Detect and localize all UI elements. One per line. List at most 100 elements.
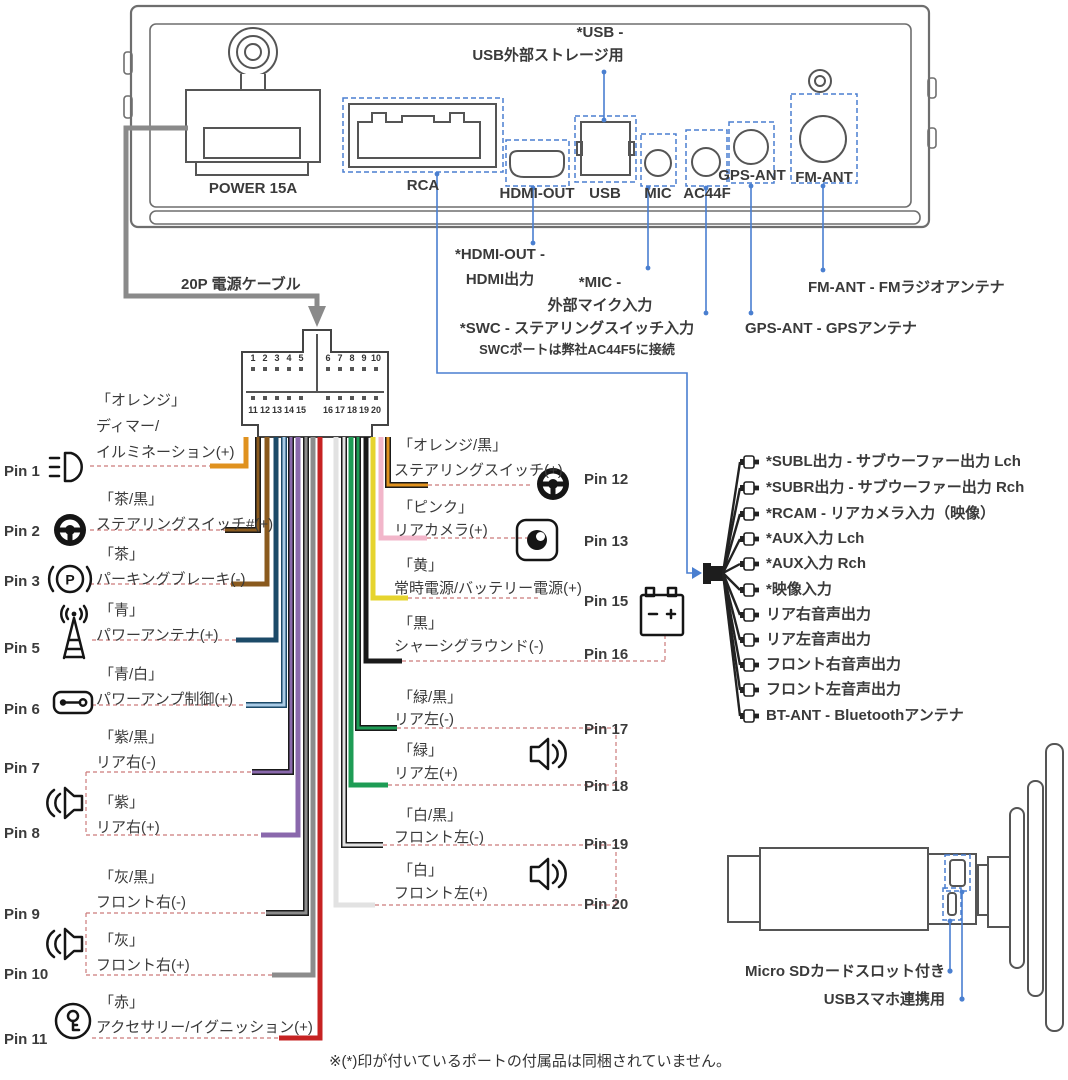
sd-slot-label: Micro SDカードスロット付き	[744, 963, 945, 980]
gps-ant-label: GPS-ANT	[718, 167, 786, 184]
pin15-color: 「黄」	[398, 557, 444, 574]
wire-orange	[210, 437, 249, 469]
pin20-label: Pin 20	[584, 896, 629, 913]
parking-brake-icon: P	[47, 564, 93, 594]
speaker-icon	[46, 786, 84, 820]
wire-brown-black	[225, 437, 260, 532]
wire-green	[348, 437, 388, 788]
mic-annotation-line1: *MIC -	[578, 274, 622, 291]
usb-label: USB	[589, 185, 621, 202]
power-antenna-icon	[60, 604, 88, 660]
pin5-desc: パワーアンテナ(+)	[96, 627, 219, 644]
pin9-color: 「灰/黒」	[99, 869, 164, 886]
rca-plug-icon	[739, 481, 760, 495]
power-connector	[185, 27, 321, 176]
hdmi-annotation-line2: HDMI出力	[465, 271, 535, 288]
swc-annotation-line1: *SWC - ステアリングスイッチ入力	[459, 320, 695, 337]
speaker-icon	[46, 927, 84, 961]
usb-sd-dongle	[727, 743, 1064, 1032]
pin19-desc: フロント左(-)	[394, 829, 484, 846]
pin11-color: 「赤」	[99, 994, 145, 1011]
pin3-desc: パーキングブレーキ(-)	[96, 571, 246, 588]
rca-label: RCA	[406, 177, 440, 194]
wire-white	[333, 437, 375, 908]
fm-annotation: FM-ANT - FMラジオアンテナ	[808, 279, 1005, 296]
pin1-color: 「オレンジ」	[96, 392, 187, 409]
fm-ant-label: FM-ANT	[795, 169, 853, 186]
callout-lines	[434, 69, 826, 579]
wire-yellow	[370, 437, 408, 601]
pin13-color: 「ピンク」	[398, 499, 474, 516]
speaker-icon	[529, 857, 567, 891]
pin7-color: 「紫/黒」	[99, 729, 164, 746]
fm-ant-port	[790, 69, 858, 184]
pin19-color: 「白/黒」	[398, 807, 463, 824]
pin16-color: 「黒」	[398, 615, 444, 632]
rca-output-video-in: *映像入力	[766, 581, 832, 598]
hdmi-annotation-line1: *HDMI-OUT -	[455, 246, 545, 263]
usb-annotation-line2: USB外部ストレージ用	[472, 47, 624, 64]
pin5-color: 「青」	[99, 602, 145, 619]
rca-output-rcam: *RCAM - リアカメラ入力（映像）	[766, 505, 996, 522]
wires-right	[333, 437, 428, 908]
pin18-color: 「緑」	[398, 742, 444, 759]
footer-note: ※(*)印が付いているポートの付属品は同梱されていません。	[328, 1053, 732, 1070]
power-cable	[123, 125, 326, 327]
pin18-desc: リア左(+)	[394, 765, 458, 782]
gps-annotation: GPS-ANT - GPSアンテナ	[745, 320, 917, 337]
rca-output-front-right: フロント右音声出力	[766, 656, 902, 673]
rca-output-front-left: フロント左音声出力	[766, 681, 902, 698]
parking-p: P	[65, 572, 74, 588]
wires-left	[210, 437, 323, 1041]
rca-output-subr: *SUBR出力 - サブウーファー出力 Rch	[766, 479, 1025, 496]
pin13-desc: リアカメラ(+)	[394, 522, 488, 539]
pin12-desc: ステアリングスイッチ(+)	[394, 462, 563, 479]
pin20-color: 「白」	[398, 862, 444, 879]
pin6-color: 「青/白」	[99, 666, 164, 683]
ac44f-port	[685, 129, 728, 187]
pin3-color: 「茶」	[99, 546, 145, 563]
pin11-desc: アクセサリー/イグニッション(+)	[96, 1019, 313, 1036]
rca-plug-icon	[739, 532, 760, 546]
pin1-desc2: イルミネーション(+)	[96, 444, 235, 461]
pin10-label: Pin 10	[4, 966, 49, 983]
rca-plug-icon	[739, 709, 760, 723]
wire-green-black	[356, 437, 397, 730]
rca-plug-icon	[739, 507, 760, 521]
pin1-label: Pin 1	[4, 463, 40, 480]
pin16-label: Pin 16	[584, 646, 629, 663]
rca-output-rear-left: リア左音声出力	[766, 631, 872, 648]
pin2-label: Pin 2	[4, 523, 40, 540]
pin9-label: Pin 9	[4, 906, 40, 923]
wire-purple-black	[252, 437, 293, 774]
20p-connector	[241, 329, 389, 438]
pin19-label: Pin 19	[584, 836, 629, 853]
pin2-color: 「茶/黒」	[99, 491, 164, 508]
rca-plug-icon	[739, 683, 760, 697]
rear-camera-icon	[515, 518, 559, 562]
rca-output-aux-r: *AUX入力 Rch	[766, 555, 867, 572]
pin18-label: Pin 18	[584, 778, 629, 795]
speaker-icon	[529, 737, 567, 771]
wire-brown	[231, 437, 270, 587]
wire-black	[363, 437, 402, 664]
wire-red	[279, 437, 323, 1041]
pin17-desc: リア左(-)	[394, 711, 454, 728]
rca-plug-icon	[739, 583, 760, 597]
pin20-desc: フロント左(+)	[394, 885, 488, 902]
pin11-label: Pin 11	[4, 1031, 48, 1048]
rca-output-aux-l: *AUX入力 Lch	[766, 530, 865, 547]
mic-annotation-line2: 外部マイク入力	[547, 297, 653, 314]
leader-lines	[85, 465, 666, 1039]
wire-purple	[261, 437, 301, 838]
usb-phone-label: USBスマホ連携用	[823, 991, 945, 1008]
rca-plug-icon	[739, 633, 760, 647]
battery-icon	[639, 586, 685, 637]
power-cable-label: 20P 電源ケーブル	[181, 276, 301, 293]
pin8-label: Pin 8	[4, 825, 40, 842]
swc-annotation-line2: SWCポートは弊社AC44F5に接続	[479, 342, 675, 357]
